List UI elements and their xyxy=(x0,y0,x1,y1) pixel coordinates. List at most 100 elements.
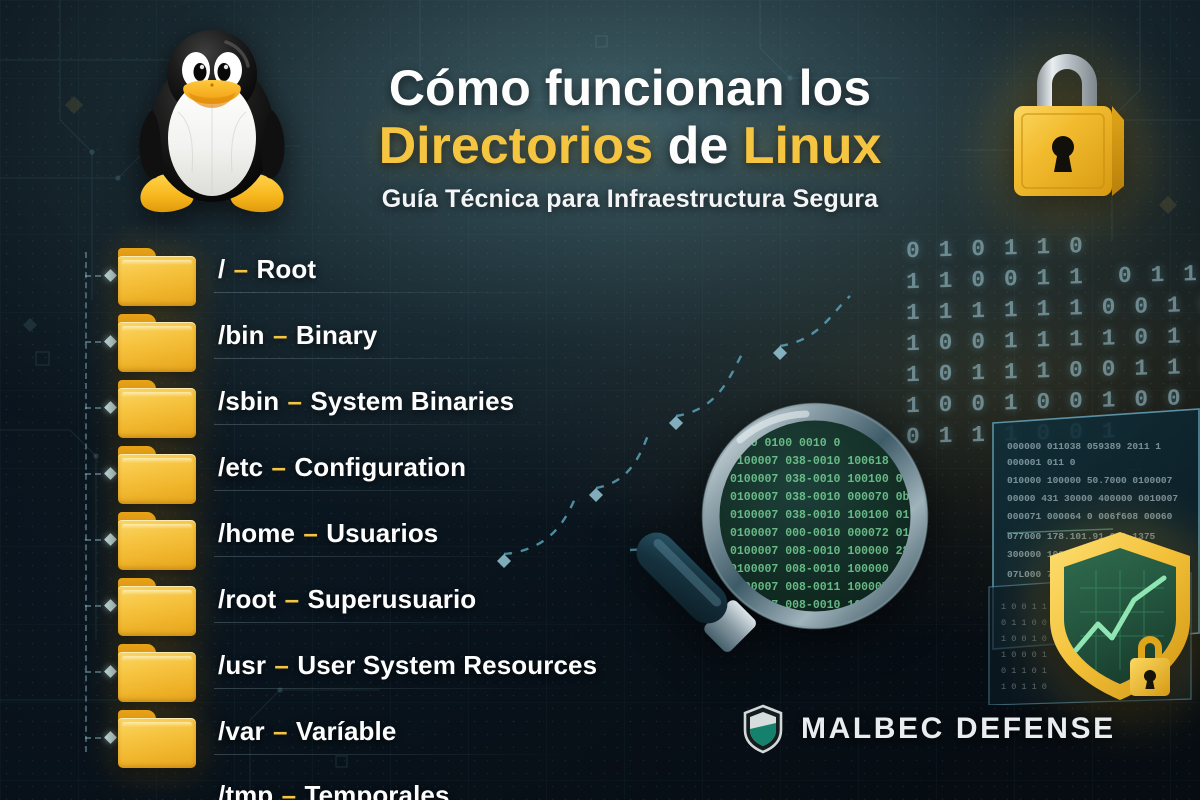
headline-block: Cómo funcionan los Directorios de Linux … xyxy=(300,62,960,214)
row-separator xyxy=(214,292,574,293)
svg-text:1 0 0 0 1: 1 0 0 0 1 xyxy=(1001,650,1047,660)
directory-description: System Binaries xyxy=(310,386,515,416)
tree-node-diamond xyxy=(104,401,117,414)
tree-branch xyxy=(85,407,111,409)
svg-text:0100007 008-0010 100000 285170: 0100007 008-0010 100000 2851708 xyxy=(730,545,944,558)
directory-description: Temporales xyxy=(304,780,450,800)
directory-description: Configuration xyxy=(294,452,467,482)
tree-node-diamond xyxy=(104,269,117,282)
directory-description: Usuarios xyxy=(326,518,439,548)
directory-path: /home xyxy=(218,518,296,548)
tree-branch xyxy=(85,473,111,475)
svg-text:0100007 038-0010 100100 0017: 0100007 038-0010 100100 0017 xyxy=(730,473,923,486)
headline-line-1: Cómo funcionan los xyxy=(388,60,872,116)
directory-dash: – xyxy=(226,254,256,284)
svg-text:000071 000064 0 006f608 00060: 000071 000064 0 006f608 00060 xyxy=(1007,511,1173,522)
directory-description: Superusuario xyxy=(307,584,477,614)
directory-description: Binary xyxy=(295,320,378,350)
tree-node-diamond xyxy=(104,533,117,546)
svg-text:1 0 1 1 0: 1 0 1 1 0 xyxy=(1001,682,1047,692)
brand-name: MALBEC DEFENSE xyxy=(801,712,1116,745)
folder-icon[interactable] xyxy=(118,578,196,636)
folder-icon[interactable] xyxy=(118,644,196,702)
tree-branch xyxy=(85,539,111,541)
folder-icon[interactable] xyxy=(118,710,196,768)
directory-list: / – Root/bin – Binary/sbin – System Bina… xyxy=(0,236,600,800)
floating-folder-icon xyxy=(696,337,782,401)
svg-text:000000 011038 059389 2011 1: 000000 011038 059389 2011 1 xyxy=(1007,441,1161,452)
svg-text:0 1 1 0 0: 0 1 1 0 0 xyxy=(1001,618,1047,628)
directory-path: /sbin xyxy=(218,386,280,416)
directory-dash: – xyxy=(277,584,307,614)
folder-icon[interactable] xyxy=(118,248,196,306)
directory-dash: – xyxy=(267,650,297,680)
tree-node-diamond xyxy=(104,335,117,348)
tree-spine xyxy=(85,252,87,752)
folder-icon[interactable] xyxy=(118,314,196,372)
svg-text:0100007 008-0010 100000 013000: 0100007 008-0010 100000 013000 xyxy=(730,563,937,576)
row-separator xyxy=(214,424,574,425)
directory-row[interactable]: /tmp – Temporales xyxy=(218,780,450,800)
directory-row[interactable]: /root – Superusuario xyxy=(218,584,476,615)
tree-node-diamond xyxy=(104,665,117,678)
row-separator xyxy=(214,688,574,689)
svg-text:010000 100000 50.7000 0100007: 010000 100000 50.7000 0100007 xyxy=(1007,475,1173,486)
tree-node-diamond xyxy=(104,731,117,744)
tree-branch xyxy=(85,275,111,277)
directory-path: /etc xyxy=(218,452,264,482)
magnifying-glass-icon: 0100 0100 0010 0 0100007 038-0010 100618… xyxy=(636,402,944,652)
directory-path: /bin xyxy=(218,320,265,350)
folder-icon[interactable] xyxy=(118,512,196,570)
svg-text:0100007 038-0010 100618 087001: 0100007 038-0010 100618 087001 xyxy=(730,455,937,468)
directory-row[interactable]: /bin – Binary xyxy=(218,320,377,351)
svg-text:0100007 000-0010 000072 010071: 0100007 000-0010 000072 010071 xyxy=(730,527,937,540)
svg-text:1 0 0 1 1: 1 0 0 1 1 xyxy=(1001,602,1047,612)
directory-path: /var xyxy=(218,716,265,746)
row-separator xyxy=(214,490,574,491)
floating-folder-icon xyxy=(853,287,935,348)
directory-row[interactable]: / – Root xyxy=(218,254,316,285)
directory-path: /tmp xyxy=(218,780,274,800)
directory-description: Root xyxy=(256,254,317,284)
tree-branch xyxy=(85,671,111,673)
linux-tux-penguin-icon xyxy=(139,30,285,213)
directory-row[interactable]: /etc – Configuration xyxy=(218,452,466,483)
headline-de: de xyxy=(667,117,729,175)
directory-description: User System Resources xyxy=(297,650,598,680)
directory-path: /usr xyxy=(218,650,267,680)
tree-branch xyxy=(85,737,111,739)
svg-text:0100007 038-0010 100100 01.170: 0100007 038-0010 100100 01.1708 xyxy=(730,509,944,522)
directory-dash: – xyxy=(296,518,326,548)
tree-node-diamond xyxy=(104,467,117,480)
padlock-icon xyxy=(1014,54,1124,196)
headline-directorios: Directorios xyxy=(378,117,654,175)
tree-branch xyxy=(85,605,111,607)
floating-folder-icon xyxy=(505,500,583,558)
svg-text:000001 011 0: 000001 011 0 xyxy=(1007,457,1076,468)
row-separator xyxy=(214,622,574,623)
svg-text:0 1 1 0 1: 0 1 1 0 1 xyxy=(1001,666,1047,676)
folder-icon[interactable] xyxy=(118,380,196,438)
security-shield-chart-icon xyxy=(1050,532,1190,700)
svg-text:00000 431 30000 400000 0010007: 00000 431 30000 400000 0010007 xyxy=(1007,493,1178,504)
row-separator xyxy=(214,556,574,557)
directory-description: Varíable xyxy=(295,716,397,746)
directory-row[interactable]: /var – Varíable xyxy=(218,716,396,747)
headline-linux: Linux xyxy=(742,117,882,175)
directory-dash: – xyxy=(265,320,295,350)
directory-path: / xyxy=(218,254,226,284)
directory-row[interactable]: /sbin – System Binaries xyxy=(218,386,514,417)
svg-text:077000 178.101.91.009.1375: 077000 178.101.91.009.1375 xyxy=(1007,531,1156,542)
tree-node-diamond xyxy=(104,599,117,612)
svg-text:0100007 038-0010 000070 0b0008: 0100007 038-0010 000070 0b0008 xyxy=(730,491,937,504)
headline-line-2: Directorios de Linux xyxy=(300,117,960,175)
directory-row[interactable]: /usr – User System Resources xyxy=(218,650,597,681)
folder-icon[interactable] xyxy=(118,446,196,504)
tree-branch xyxy=(85,341,111,343)
directory-dash: – xyxy=(280,386,310,416)
directory-row[interactable]: /home – Usuarios xyxy=(218,518,438,549)
brand-lockup: MALBEC DEFENSE xyxy=(742,704,1116,754)
malbec-shield-logo-icon xyxy=(743,704,783,754)
svg-text:1 0 0 1 0: 1 0 0 1 0 xyxy=(1001,634,1047,644)
